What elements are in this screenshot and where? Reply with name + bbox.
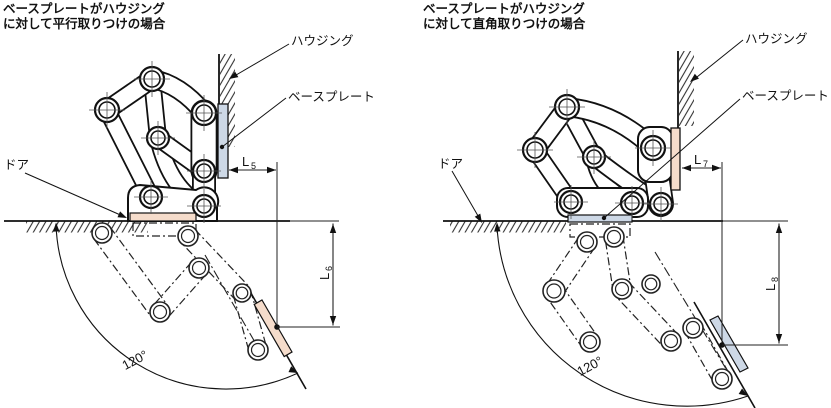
right-title-line1: ベースプレートがハウジング (423, 1, 585, 16)
open-door-centerline (654, 251, 729, 373)
base-plate-label: ベースプレート (288, 90, 375, 104)
l6-label-sub: 6 (324, 266, 334, 271)
door-leader-arrow-icon (117, 211, 127, 218)
l5-label-sub: 5 (251, 161, 256, 171)
open-door-plate (253, 299, 293, 358)
base-plate (217, 103, 229, 179)
base-plate (670, 127, 681, 191)
right-title-line2: に対して直角取りつけの場合 (423, 16, 586, 31)
base-plate-leader-dot (601, 215, 607, 221)
dimension-l8: L 8 (719, 223, 788, 348)
l5-label: L (242, 154, 249, 169)
door-hatch (26, 221, 148, 233)
phantom-joints (91, 222, 269, 361)
l8-label-sub: 8 (770, 277, 780, 282)
l6-label: L (317, 273, 332, 280)
left-diagram: L 5 L 6 120° ハウジング ベースプレート ドア ベースプレートがハウ… (3, 1, 375, 390)
dimension-l7: L 7 (682, 152, 723, 345)
phantom-joints (542, 226, 733, 390)
arc-arrow-bottom-icon (738, 388, 748, 396)
l7-label-sub: 7 (703, 159, 708, 169)
door-label: ドア (4, 158, 29, 172)
housing-hatch (679, 51, 694, 126)
base-plate-leader-dot (219, 144, 225, 150)
open-door-edge-line (693, 301, 756, 408)
door-mount-plate (129, 212, 197, 222)
housing-leader-arrow-icon (229, 71, 239, 79)
phantom-mechanism (545, 223, 731, 385)
right-diagram: L 7 L 8 120° ハウジング ベースプレート ドア ベースプレートがハウ… (423, 1, 829, 408)
arc-arrow-top-icon (53, 222, 60, 232)
l8-label: L (763, 284, 778, 291)
base-plate-leader (221, 97, 287, 148)
l7-label: L (694, 152, 701, 167)
door-label: ドア (438, 157, 463, 171)
door-leader (451, 170, 482, 222)
housing-leader-arrow-icon (690, 73, 699, 82)
open-door-plate (709, 315, 749, 373)
left-title-line1: ベースプレートがハウジング (3, 1, 165, 16)
closed-joints (517, 89, 678, 221)
housing-leader (230, 43, 290, 79)
left-title-line2: に対して平行取りつけの場合 (3, 16, 166, 31)
door-mount-plate (567, 214, 633, 223)
swing-arc (496, 225, 749, 407)
door-leader-arrow-icon (474, 213, 482, 223)
housing-label: ハウジング (745, 32, 808, 46)
closed-joints (89, 61, 222, 223)
arc-arrow-top-icon (494, 222, 501, 232)
base-plate-leader (603, 98, 741, 219)
door-leader (24, 172, 126, 218)
opening-angle-label: 120° (574, 353, 605, 379)
dimension-l6: L 6 (274, 223, 340, 330)
housing-label: ハウジング (291, 34, 354, 48)
swing-arc (55, 223, 299, 390)
dimension-l5: L 5 (229, 154, 278, 327)
door-hatch (450, 221, 566, 233)
housing-leader (691, 39, 744, 82)
base-plate-label: ベースプレート (742, 89, 829, 103)
